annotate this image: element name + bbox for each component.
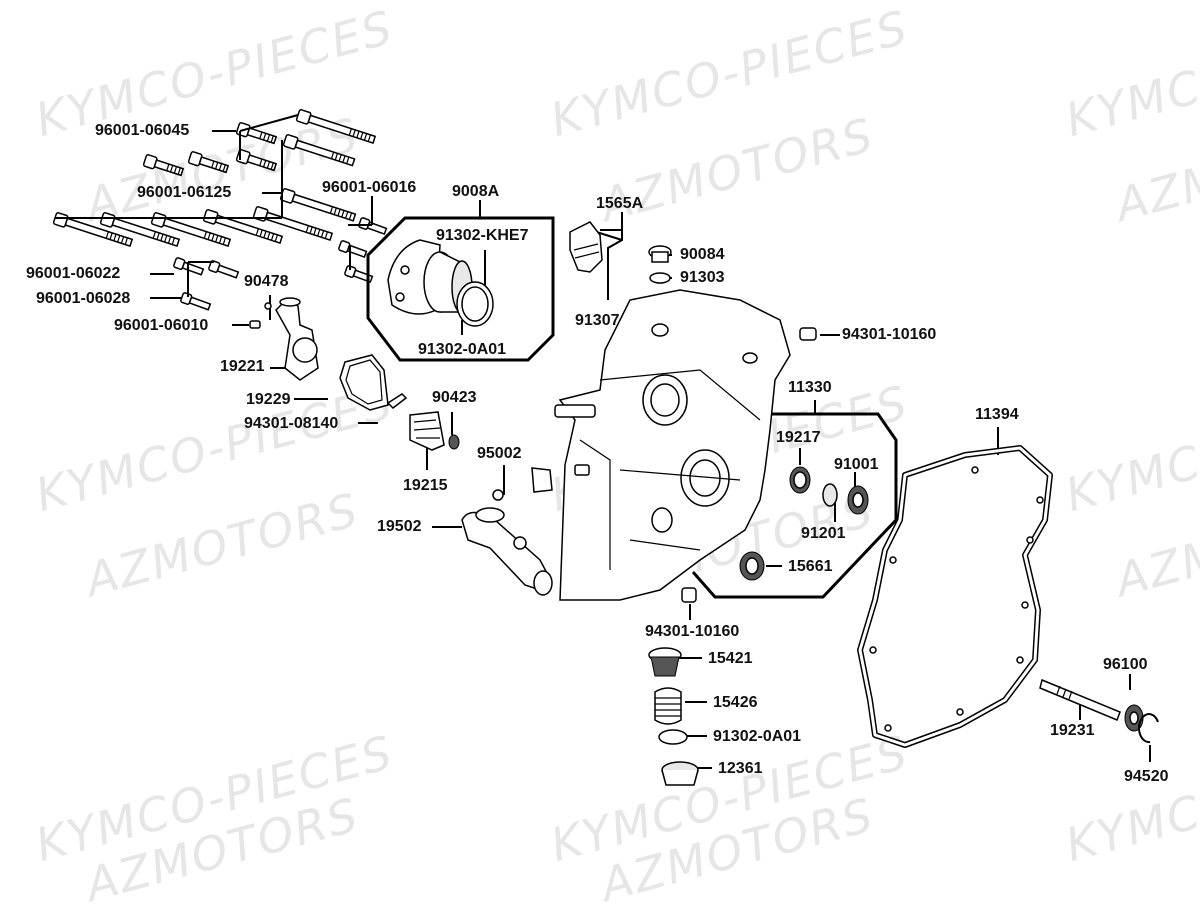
part-label: 94301-10160 bbox=[645, 623, 740, 640]
kit-box-11330 bbox=[691, 412, 898, 599]
kit-box-9008a bbox=[366, 216, 555, 362]
gasket-11394 bbox=[857, 445, 1053, 748]
shaft-19231 bbox=[1039, 678, 1159, 744]
part-label: 19502 bbox=[377, 518, 422, 535]
pump-elbow bbox=[264, 297, 319, 381]
plug-90084 bbox=[648, 245, 672, 284]
part-label: 15661 bbox=[788, 558, 833, 575]
impeller bbox=[409, 411, 460, 451]
part-label: 11330 bbox=[788, 379, 832, 396]
part-label: 94520 bbox=[1124, 768, 1169, 785]
part-label: 96001-06022 bbox=[26, 265, 121, 282]
pump-impeller-assembly bbox=[387, 239, 494, 327]
part-label: 91302-0A01 bbox=[713, 728, 802, 745]
part-label: 19221 bbox=[220, 358, 265, 375]
cap-1565a bbox=[569, 221, 603, 273]
part-label: 96100 bbox=[1103, 656, 1148, 673]
bearing-91001 bbox=[847, 485, 869, 515]
part-label: 96001-06010 bbox=[114, 317, 209, 334]
dowel-pins bbox=[681, 327, 817, 603]
crankcase-body bbox=[554, 289, 791, 601]
part-label: 19231 bbox=[1050, 722, 1095, 739]
part-label: 19215 bbox=[403, 477, 448, 494]
part-label: 19217 bbox=[776, 429, 821, 446]
part-label: 95002 bbox=[477, 445, 522, 462]
oil-strainer-stack bbox=[648, 647, 699, 786]
pump-cover bbox=[339, 354, 408, 411]
long-bolt-set bbox=[52, 109, 377, 247]
part-label: 15421 bbox=[708, 650, 753, 667]
part-label: 96001-06016 bbox=[322, 179, 417, 196]
part-label: 9008A bbox=[452, 183, 500, 200]
part-label: 91302-0A01 bbox=[418, 341, 507, 358]
part-label: 11394 bbox=[975, 406, 1019, 423]
part-label: 91307 bbox=[575, 312, 620, 329]
hose-19502 bbox=[461, 467, 553, 596]
part-label: 90423 bbox=[432, 389, 477, 406]
part-label: 90478 bbox=[244, 273, 289, 290]
part-label: 96001-06028 bbox=[36, 290, 131, 307]
part-label: 12361 bbox=[718, 760, 763, 777]
part-label: 96001-06125 bbox=[137, 184, 232, 201]
part-label: 91001 bbox=[834, 456, 879, 473]
seal-19217 bbox=[789, 466, 811, 494]
part-label: 1565A bbox=[596, 195, 644, 212]
part-label: 94301-08140 bbox=[244, 415, 339, 432]
part-label: 19229 bbox=[246, 391, 291, 408]
seal-15661 bbox=[739, 551, 765, 581]
part-label: 15426 bbox=[713, 694, 758, 711]
short-bolt-set bbox=[142, 122, 388, 329]
part-label: 90084 bbox=[680, 246, 725, 263]
part-label: 96001-06045 bbox=[95, 122, 190, 139]
part-label: 91303 bbox=[680, 269, 725, 286]
ring-91201 bbox=[822, 483, 838, 507]
part-label: 94301-10160 bbox=[842, 326, 937, 343]
part-label: 91302-KHE7 bbox=[436, 227, 529, 244]
part-label: 91201 bbox=[801, 525, 846, 542]
